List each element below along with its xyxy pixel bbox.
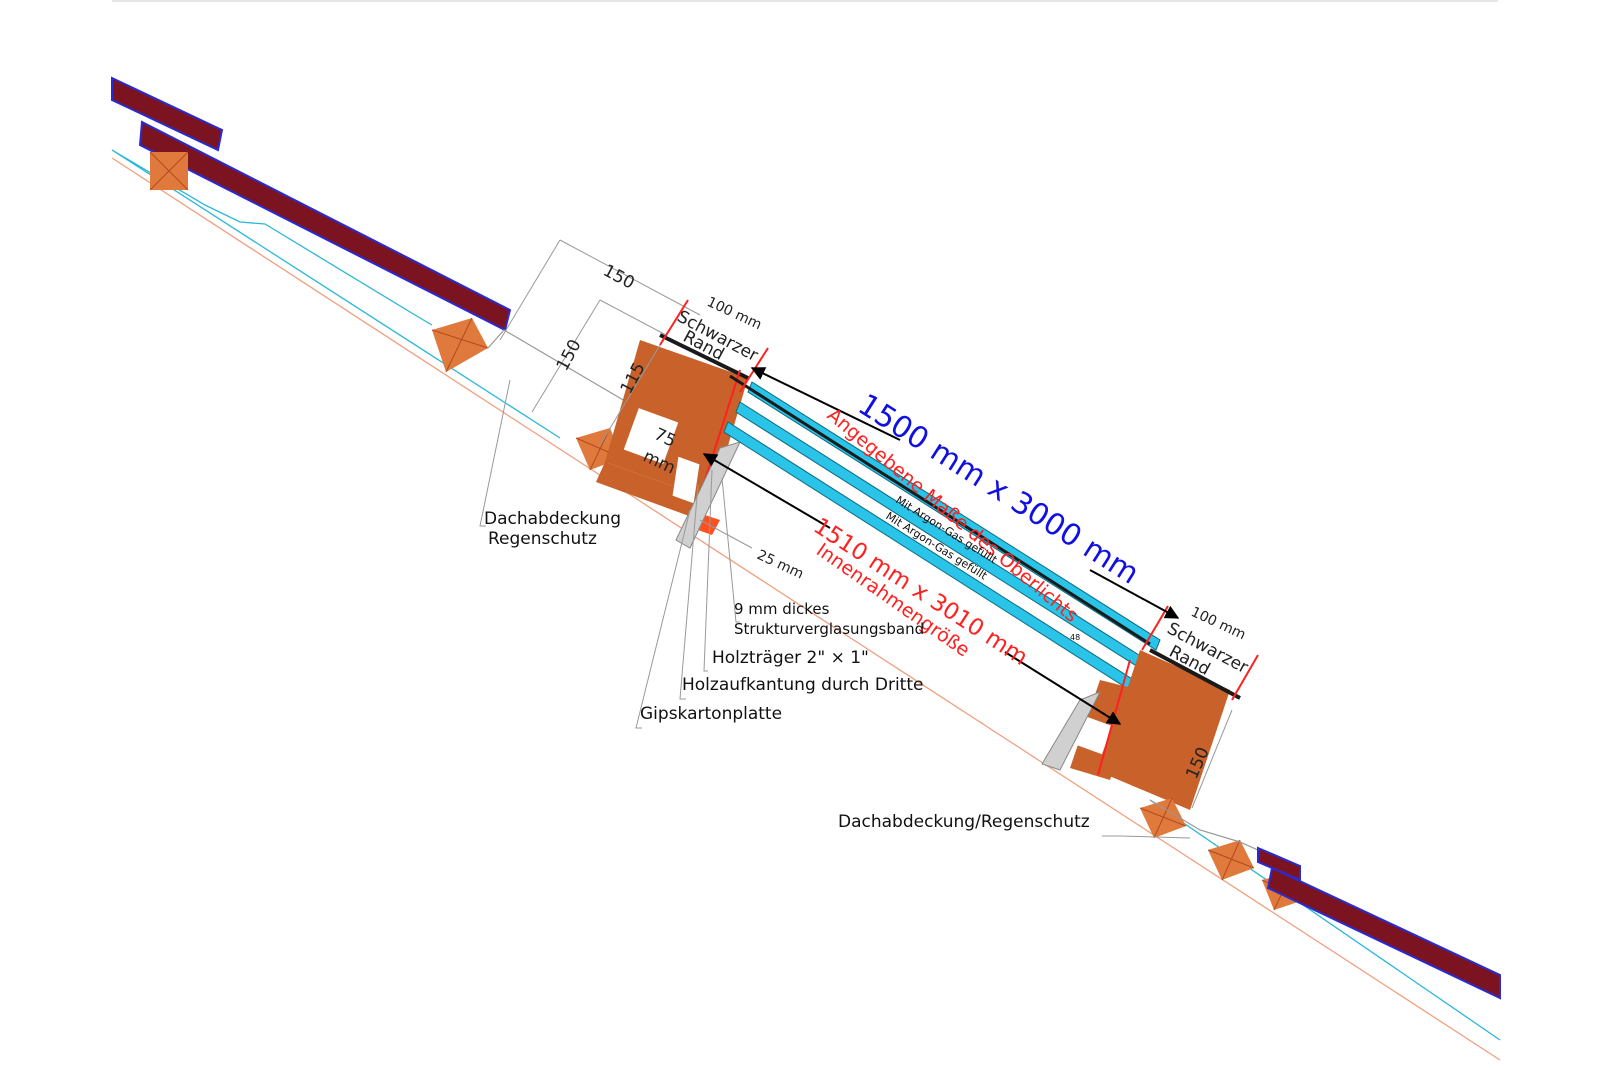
label-roof-right: Dachabdeckung/Regenschutz — [838, 812, 1090, 832]
dimension-25mm: 25 mm — [754, 547, 806, 582]
roof-slope-lines — [111, 149, 1501, 1061]
top-border-line — [112, 0, 1498, 2]
roof-tiles-left — [111, 76, 512, 332]
label-glazing-tape-1: 9 mm dickes — [734, 600, 830, 618]
leader-lines — [479, 379, 1191, 839]
dimension-lines — [499, 239, 1233, 809]
roof-tiles-right — [1257, 846, 1501, 1000]
dimension-150-top: 150 — [600, 261, 638, 294]
dimension-48: 48 — [1070, 633, 1080, 642]
glass-panes — [723, 374, 1161, 695]
upstand-right — [1041, 648, 1241, 810]
label-glazing-tape-2: Strukturverglasungsband — [734, 620, 924, 638]
label-roof-left-1: Dachabdeckung — [484, 509, 621, 529]
dimension-150-left: 150 — [553, 336, 586, 374]
label-roof-left-2: Regenschutz — [488, 529, 597, 549]
upstand-left — [596, 333, 749, 549]
battens-left — [149, 151, 623, 471]
label-timber-batten: Holzträger 2" × 1" — [712, 648, 869, 668]
dimension-arrows — [702, 367, 1180, 725]
label-plasterboard: Gipskartonplatte — [640, 704, 782, 724]
label-upstand: Holzaufkantung durch Dritte — [682, 675, 923, 695]
